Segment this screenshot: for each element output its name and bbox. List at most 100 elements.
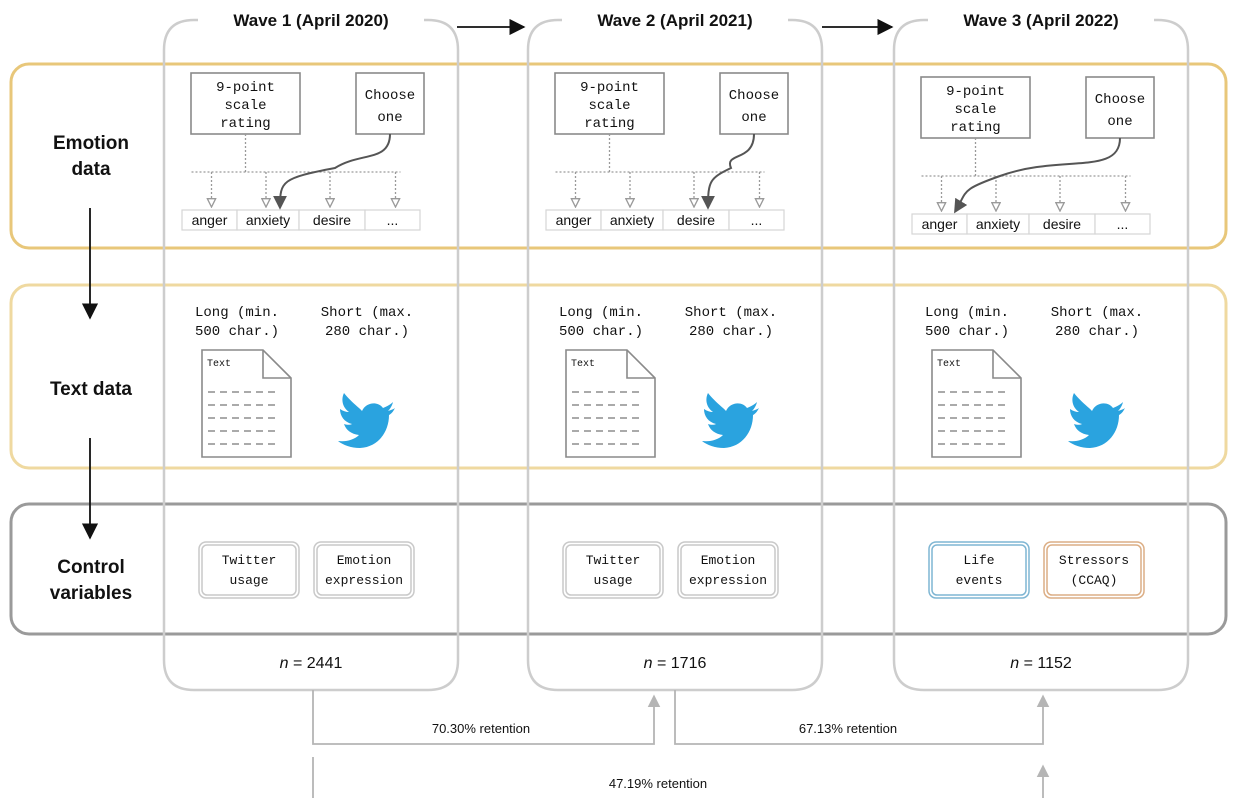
control-variable-box-inner (565, 544, 661, 596)
rating-scale-label: scale (588, 98, 630, 114)
retention-connectors: 70.30% retention 67.13% retention 47.19%… (312, 690, 1050, 798)
choose-one-box (719, 72, 789, 135)
control-variable-box-inner (931, 544, 1027, 596)
rating-scale-label: 9-point (946, 84, 1005, 100)
emotion-label: anger (922, 216, 958, 232)
rating-scale-box (920, 76, 1031, 139)
short-text-label: Short (max. (685, 305, 777, 321)
wave-frame (162, 18, 460, 692)
rating-scale-label: rating (950, 120, 1000, 136)
control-variable-label: Stressors (1059, 553, 1129, 568)
row-label-3-line-2: variables (50, 583, 132, 604)
control-variable-box (562, 541, 664, 599)
control-variable-label: expression (325, 573, 403, 588)
retention-label-w1-w3: 47.19% retention (609, 776, 707, 791)
control-variable-label: usage (593, 573, 632, 588)
control-variable-label: Life (963, 553, 994, 568)
row-label-1-line-2: data (71, 159, 111, 180)
choose-one-label: one (741, 110, 766, 126)
sample-size-value: = 1152 (1019, 655, 1072, 672)
sample-size: n = 1716 (644, 655, 707, 672)
row-label-2-line-1: Text data (50, 379, 132, 400)
sample-size-n: n (1010, 655, 1019, 672)
control-variable-label: Emotion (701, 553, 756, 568)
control-variable-label: (CCAQ) (1071, 573, 1118, 588)
retention-connector-w2-w3 (674, 690, 1050, 745)
wave-title: Wave 2 (April 2021) (597, 11, 752, 30)
sample-size-n: n (644, 655, 653, 672)
sample-size-value: = 2441 (289, 655, 343, 672)
control-variable-box-inner (1046, 544, 1142, 596)
long-text-label: 500 char.) (559, 324, 643, 340)
twitter-bird-icon (338, 393, 395, 448)
control-variable-box (198, 541, 300, 599)
twitter-bird-icon (702, 393, 759, 448)
choose-one-arrow (273, 133, 391, 210)
short-text-label: Short (max. (1051, 305, 1143, 321)
document-icon: Text (565, 349, 656, 458)
long-text-label: Long (min. (925, 305, 1009, 321)
row-bands (9, 62, 1228, 636)
rating-scale-label: 9-point (216, 80, 275, 96)
emotion-label: desire (313, 212, 351, 228)
wave-2: Wave 2 (April 2021) 9-point scale rating Cho… (526, 11, 824, 692)
document-label: Text (937, 359, 961, 370)
choose-one-box (1085, 76, 1155, 139)
rating-scale-label: scale (224, 98, 266, 114)
control-variable-box-inner (316, 544, 412, 596)
control-variable-box (928, 541, 1030, 599)
retention-connector-w1-w2 (312, 690, 661, 745)
choose-one-label: Choose (365, 88, 415, 104)
control-variable-label: expression (689, 573, 767, 588)
choose-one-arrow (701, 133, 755, 210)
twitter-bird-icon (1068, 393, 1125, 448)
choose-one-label: one (377, 110, 402, 126)
long-text-label: Long (min. (195, 305, 279, 321)
wave-title: Wave 1 (April 2020) (233, 11, 388, 30)
emotion-label: anxiety (610, 212, 654, 228)
emotion-label: ... (751, 212, 763, 228)
rating-scale-label: rating (584, 116, 634, 132)
emotion-label: anxiety (246, 212, 290, 228)
emotion-label: anger (556, 212, 592, 228)
retention-label-w1-w2: 70.30% retention (432, 721, 530, 736)
sample-size-n: n (280, 655, 289, 672)
emotion-label: desire (1043, 216, 1081, 232)
rating-scale-box (190, 72, 301, 135)
emotion-label: ... (387, 212, 399, 228)
document-icon: Text (931, 349, 1022, 458)
sample-size: n = 2441 (280, 655, 343, 672)
control-variable-label: Emotion (337, 553, 392, 568)
choose-one-arrow (954, 137, 1121, 214)
emotion-cell (728, 209, 785, 231)
rating-scale-label: 9-point (580, 80, 639, 96)
row-band-1 (9, 62, 1228, 250)
control-variable-label: usage (229, 573, 268, 588)
control-variable-label: Twitter (222, 553, 277, 568)
control-variable-box (677, 541, 779, 599)
document-label: Text (571, 359, 595, 370)
control-variable-label: events (956, 573, 1003, 588)
row-label-3-line-1: Control (57, 557, 125, 578)
emotion-label: anger (192, 212, 228, 228)
retention-label-w2-w3: 67.13% retention (799, 721, 897, 736)
short-text-label: 280 char.) (1055, 324, 1139, 340)
document-icon: Text (201, 349, 292, 458)
emotion-cell (1094, 213, 1151, 235)
long-text-label: Long (min. (559, 305, 643, 321)
choose-one-label: one (1107, 114, 1132, 130)
control-variable-box-inner (201, 544, 297, 596)
short-text-label: 280 char.) (689, 324, 773, 340)
row-label-1-line-1: Emotion (53, 133, 129, 154)
emotion-cell (364, 209, 421, 231)
wave-1: Wave 1 (April 2020)9-pointscaleratingCho… (162, 11, 460, 692)
long-text-label: 500 char.) (195, 324, 279, 340)
choose-one-label: Choose (1095, 92, 1145, 108)
emotion-label: anxiety (976, 216, 1020, 232)
choose-one-label: Choose (729, 88, 779, 104)
short-text-label: 280 char.) (325, 324, 409, 340)
document-label: Text (207, 359, 231, 370)
sample-size: n = 1152 (1010, 655, 1072, 672)
rating-scale-box (554, 72, 665, 135)
